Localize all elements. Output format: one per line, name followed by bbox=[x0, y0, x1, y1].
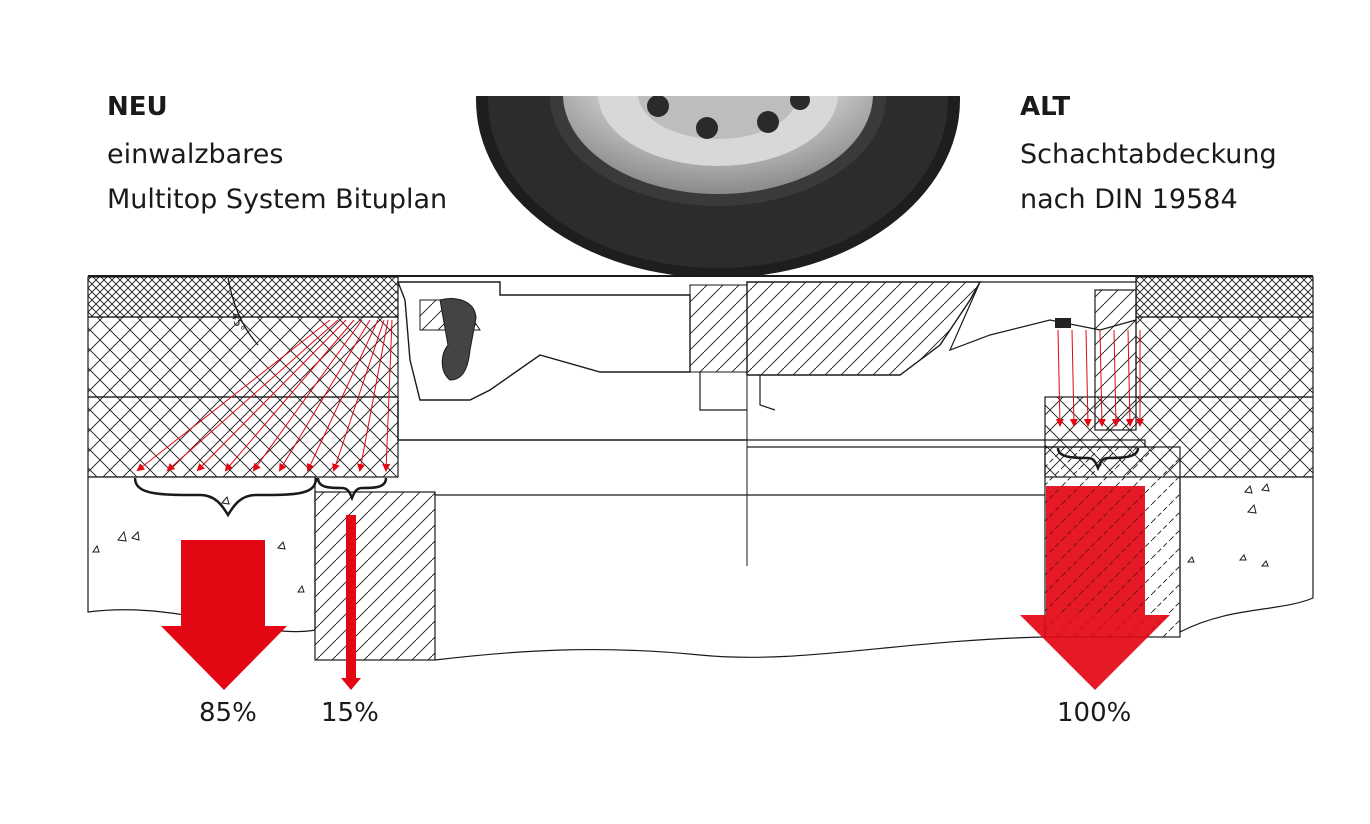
old-line2: nach DIN 19584 bbox=[1020, 184, 1238, 215]
percent-100: 100% bbox=[1057, 698, 1132, 728]
new-cover-frame bbox=[396, 281, 748, 441]
new-line2: Multitop System Bituplan bbox=[107, 184, 448, 215]
angle-arc bbox=[227, 277, 259, 346]
brace-100 bbox=[1056, 447, 1140, 472]
load-distribution-lines-old bbox=[1055, 329, 1144, 427]
new-line1: einwalzbares bbox=[107, 139, 284, 170]
percent-15: 15% bbox=[321, 698, 379, 728]
percent-85: 85% bbox=[199, 698, 257, 728]
truck-wheel bbox=[476, 96, 960, 276]
aggregate-marks bbox=[92, 482, 1270, 593]
brace-15 bbox=[316, 477, 388, 502]
arrow-85 bbox=[161, 540, 287, 690]
old-heading: ALT bbox=[1020, 92, 1071, 122]
angle-label: 45° bbox=[228, 311, 247, 334]
new-heading: NEU bbox=[107, 92, 168, 122]
arrow-15 bbox=[341, 515, 361, 690]
old-line1: Schachtabdeckung bbox=[1020, 139, 1277, 170]
load-distribution-lines-new bbox=[136, 319, 393, 472]
brace-85 bbox=[133, 477, 318, 518]
